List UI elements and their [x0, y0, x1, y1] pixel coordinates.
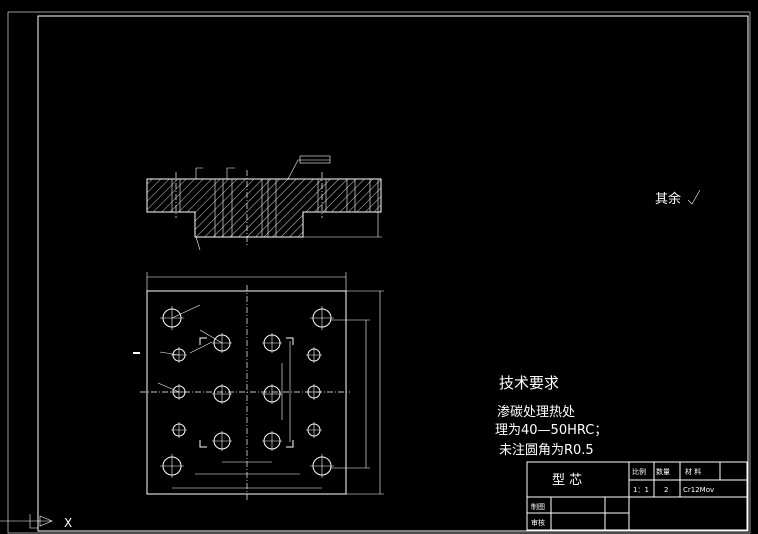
- plan-view: [133, 272, 384, 500]
- checked-by-label: 审核: [531, 518, 545, 527]
- roughness-symbol: [687, 189, 701, 205]
- material-label: 材 料: [685, 467, 701, 476]
- quantity-value: 2: [664, 486, 668, 494]
- tech-requirement-line: 未注圆角为R0.5: [499, 443, 594, 458]
- quantity-label: 数量: [656, 467, 670, 476]
- sheet-border: [7, 11, 751, 534]
- scale-label: 比例: [632, 467, 646, 476]
- part-name: 型 芯: [552, 473, 582, 488]
- section-view: [146, 155, 382, 251]
- drawn-by-label: 制图: [531, 502, 545, 511]
- tech-requirement-line: 理为40—50HRC；: [495, 423, 607, 438]
- scale-value: 1：1: [633, 486, 649, 494]
- tech-requirements-title: 技术要求: [499, 374, 559, 392]
- other-surfaces-note: 其余: [655, 191, 681, 207]
- material-value: Cr12Mov: [683, 486, 714, 494]
- ucs-icon: X: [0, 514, 72, 530]
- title-block: 型 芯 比例 数量 材 料 1：1 2 Cr12Mov 制图 审核: [526, 461, 748, 531]
- tech-requirement-line: 渗碳处理热处: [497, 405, 575, 420]
- tech-requirements: 技术要求 渗碳处理热处 理为40—50HRC； 未注圆角为R0.5: [495, 374, 607, 458]
- ucs-x-label: X: [64, 516, 72, 530]
